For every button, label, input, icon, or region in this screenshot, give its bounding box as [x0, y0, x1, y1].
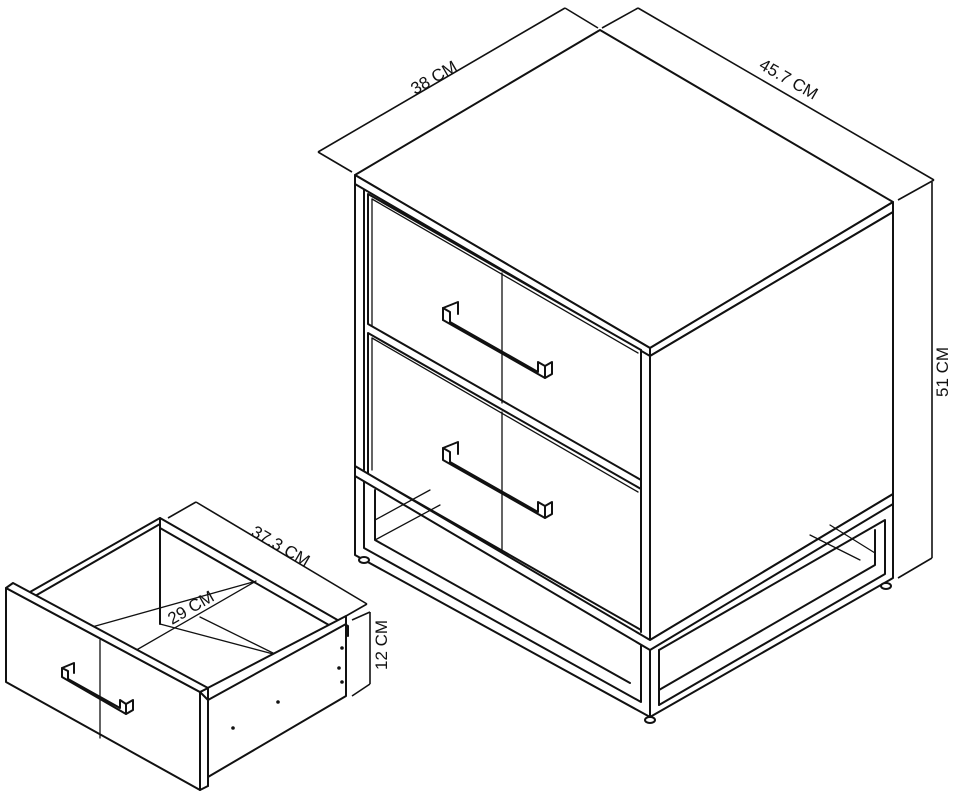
lower-drawer-handle [442, 441, 553, 519]
drawer-side-panel [207, 621, 347, 778]
dimension-height: 51 CM [897, 182, 952, 579]
metal-base-frame [354, 475, 894, 724]
foot [358, 556, 370, 564]
drawer-handle [61, 662, 134, 715]
detached-drawer [5, 517, 349, 791]
foot [644, 716, 656, 724]
dimension-label-drawer-depth: 37.3 CM [248, 522, 313, 571]
upper-drawer-handle [442, 301, 553, 379]
foot [880, 582, 892, 590]
cabinet [354, 29, 894, 724]
dimension-drawer-height: 12 CM [351, 611, 391, 697]
dimension-label-drawer-height: 12 CM [372, 620, 391, 670]
drawer-floor-divider [132, 580, 257, 653]
dimension-label-width: 38 CM [408, 57, 461, 98]
dimension-label-height: 51 CM [933, 347, 952, 397]
